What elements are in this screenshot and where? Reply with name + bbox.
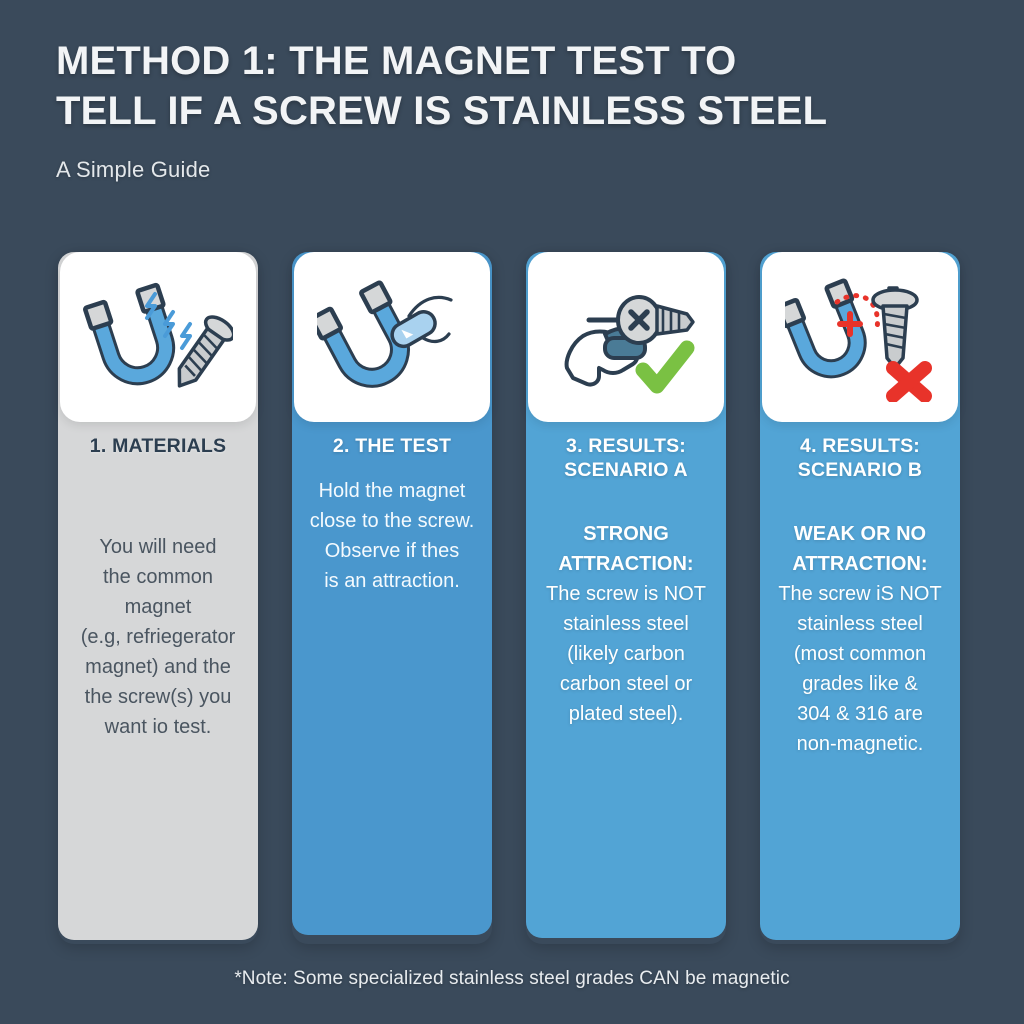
hand-magnet-screw-check-icon — [551, 272, 701, 402]
card-text-emphasis: STRONG ATTRACTION: — [558, 522, 694, 575]
magnet-with-screw-icon — [83, 272, 233, 402]
card-materials[interactable]: 1. MATERIALS You will need the common ma… — [58, 252, 258, 944]
icon-panel — [294, 252, 490, 422]
card-text-emphasis: WEAK OR NO ATTRACTION: — [792, 522, 928, 575]
card-text-rest: The screw is NOT stainless steel (likely… — [545, 582, 707, 725]
card-row: 1. MATERIALS You will need the common ma… — [58, 252, 970, 944]
card-heading: 1. MATERIALS — [89, 435, 227, 457]
card-text-rest: The screw iS NOT stainless steel (most c… — [778, 582, 942, 755]
card-text: WEAK OR NO ATTRACTION: The screw iS NOT … — [770, 519, 950, 759]
card-the-test[interactable]: 2. THE TEST Hold the magnet close to the… — [292, 252, 492, 944]
card-heading: 4. RESULTS: SCENARIO B — [797, 435, 923, 482]
page-subtitle: A Simple Guide — [56, 156, 211, 182]
card-text: You will need the common magnet (e.g, re… — [80, 536, 236, 739]
card-heading: 3. RESULTS: SCENARIO A — [564, 435, 688, 482]
card-heading: 2. THE TEST — [332, 435, 452, 457]
icon-panel — [528, 252, 724, 422]
card-results-scenario-b[interactable]: 4. RESULTS: SCENARIO B WEAK OR NO ATTRAC… — [760, 252, 960, 944]
card-text: Hold the magnet close to the screw. Obse… — [309, 480, 475, 593]
icon-panel — [60, 252, 256, 422]
footnote: *Note: Some specialized stainless steel … — [234, 968, 790, 989]
card-text: STRONG ATTRACTION: The screw is NOT stai… — [536, 519, 716, 729]
card-results-scenario-a[interactable]: 3. RESULTS: SCENARIO A STRONG ATTRACTION… — [526, 252, 726, 944]
magnet-attracting-screw-icon — [317, 272, 467, 402]
magnet-screw-cross-icon — [785, 272, 935, 402]
header: METHOD 1: THE MAGNET TEST TO TELL IF A S… — [56, 36, 966, 183]
icon-panel — [762, 252, 958, 422]
page-title: METHOD 1: THE MAGNET TEST TO TELL IF A S… — [56, 39, 828, 134]
